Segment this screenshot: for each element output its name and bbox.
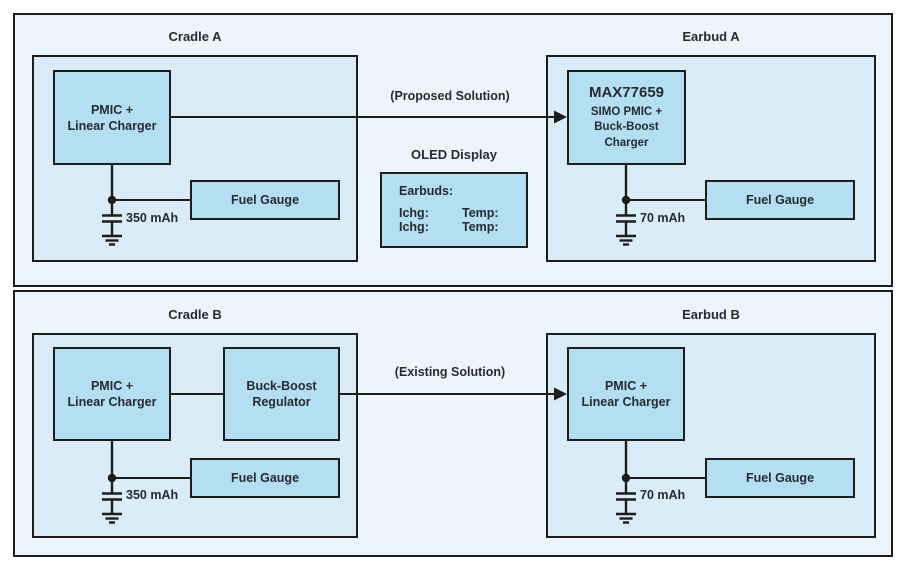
earbud-b-battery-capacity-label: 70 mAh xyxy=(640,488,686,502)
earbud-a-max77659-simo-pmic-block: MAX77659 SIMO PMIC + Buck-Boost Charger xyxy=(567,70,686,165)
oled-ichg-label: Ichg: xyxy=(399,206,429,220)
chip-part-number: MAX77659 xyxy=(588,83,665,101)
cradle-a-fuel-gauge-block: Fuel Gauge xyxy=(190,180,340,220)
cradle-a-title: Cradle A xyxy=(168,29,222,44)
oled-display-block: Earbuds: Ichg: Temp: Ichg: Temp: xyxy=(380,172,528,248)
earbud-b-fuel-gauge-block: Fuel Gauge xyxy=(705,458,855,498)
cradle-b-buck-boost-regulator-block: Buck-Boost Regulator xyxy=(223,347,340,441)
cradle-b-title: Cradle B xyxy=(168,307,222,322)
oled-temp-label: Temp: xyxy=(462,206,499,220)
oled-ichg-label: Ichg: xyxy=(399,219,429,234)
cradle-b-fuel-gauge-block: Fuel Gauge xyxy=(190,458,340,498)
proposed-solution-arrow-label: (Proposed Solution) xyxy=(390,89,510,103)
oled-earbuds-header: Earbuds: xyxy=(399,184,454,198)
earbud-b-title: Earbud B xyxy=(682,307,740,322)
earbud-a-fuel-gauge-block: Fuel Gauge xyxy=(705,180,855,220)
earbud-a-title: Earbud A xyxy=(682,29,740,44)
oled-readout-rows: Ichg: Temp: Ichg: Temp: xyxy=(399,206,526,235)
earbud-b-pmic-linear-charger-block: PMIC + Linear Charger xyxy=(567,347,685,441)
cradle-a-pmic-linear-charger-block: PMIC + Linear Charger xyxy=(53,70,171,165)
earbud-a-battery-capacity-label: 70 mAh xyxy=(640,211,686,225)
oled-readout-row: Ichg: Temp: xyxy=(399,206,526,221)
oled-display-title: OLED Display xyxy=(411,147,497,162)
cradle-b-battery-capacity-label: 350 mAh xyxy=(126,488,179,502)
cradle-b-pmic-linear-charger-block: PMIC + Linear Charger xyxy=(53,347,171,441)
existing-solution-arrow-label: (Existing Solution) xyxy=(394,365,506,379)
oled-readout-row: Ichg: Temp: xyxy=(399,219,526,235)
cradle-a-battery-capacity-label: 350 mAh xyxy=(126,211,179,225)
oled-temp-label: Temp: xyxy=(462,219,499,234)
chip-description: SIMO PMIC + Buck-Boost Charger xyxy=(590,105,663,149)
